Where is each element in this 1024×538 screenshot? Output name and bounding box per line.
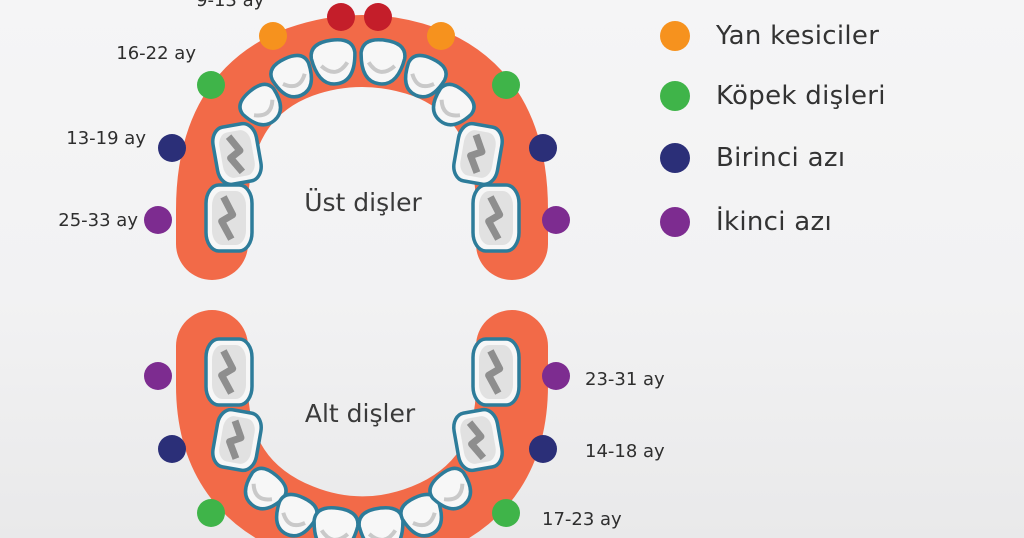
purple-dot-icon: [660, 207, 690, 237]
lower-jaw-title: Alt dişler: [304, 399, 416, 428]
upper-left-second-molar: [204, 183, 254, 253]
navy-dot-icon: [158, 435, 186, 463]
timing-dots-layer: [144, 3, 570, 527]
legend-label: Köpek dişleri: [716, 81, 886, 111]
age-label-upper-first-molar: 13-19 ay: [66, 128, 146, 149]
orange-dot-icon: [259, 22, 287, 50]
age-label-upper-canine: 16-22 ay: [116, 43, 196, 64]
upper-left-first-molar: [211, 121, 263, 187]
upper-right-lateral-incisor: [403, 53, 448, 99]
purple-dot-icon: [144, 206, 172, 234]
age-label-upper-second-molar: 25-33 ay: [58, 210, 138, 231]
legend-label: Birinci azı: [716, 143, 846, 173]
upper-right-central-incisor: [359, 37, 407, 86]
green-dot-icon: [660, 81, 690, 111]
red-dot-icon: [327, 3, 355, 31]
legend-label: Yan kesiciler: [716, 21, 880, 51]
navy-dot-icon: [529, 134, 557, 162]
upper-left-central-incisor: [309, 37, 357, 86]
red-dot-icon: [364, 3, 392, 31]
upper-jaw-title: Üst dişler: [304, 188, 422, 217]
upper-right-canine: [431, 82, 476, 127]
upper-right-second-molar: [471, 183, 521, 253]
age-label-lower-first-molar: 14-18 ay: [585, 441, 665, 462]
upper-left-lateral-incisor: [269, 53, 314, 99]
upper-left-canine: [238, 82, 283, 127]
age-label-upper-incisor: 9-13 ay: [196, 0, 265, 11]
legend-item-first-molars: Birinci azı: [660, 138, 845, 178]
legend-item-canines: Köpek dişleri: [660, 76, 886, 116]
purple-dot-icon: [144, 362, 172, 390]
green-dot-icon: [492, 499, 520, 527]
lower-left-first-molar: [211, 407, 263, 473]
green-dot-icon: [197, 71, 225, 99]
legend-item-lateral-incisors: Yan kesiciler: [660, 16, 879, 56]
orange-dot-icon: [427, 22, 455, 50]
orange-dot-icon: [660, 21, 690, 51]
green-dot-icon: [197, 499, 225, 527]
upper-right-first-molar: [452, 121, 504, 187]
navy-dot-icon: [660, 143, 690, 173]
purple-dot-icon: [542, 362, 570, 390]
age-label-lower-canine: 17-23 ay: [542, 509, 622, 530]
lower-right-second-molar: [471, 337, 521, 407]
navy-dot-icon: [158, 134, 186, 162]
purple-dot-icon: [542, 206, 570, 234]
lower-left-second-molar: [204, 337, 254, 407]
legend-item-second-molars: İkinci azı: [660, 202, 832, 242]
green-dot-icon: [492, 71, 520, 99]
legend-label: İkinci azı: [716, 207, 833, 237]
age-label-lower-second-molar: 23-31 ay: [585, 369, 665, 390]
navy-dot-icon: [529, 435, 557, 463]
teeth-layer: [204, 37, 521, 538]
lower-right-canine: [428, 466, 473, 511]
lower-right-first-molar: [452, 407, 504, 473]
